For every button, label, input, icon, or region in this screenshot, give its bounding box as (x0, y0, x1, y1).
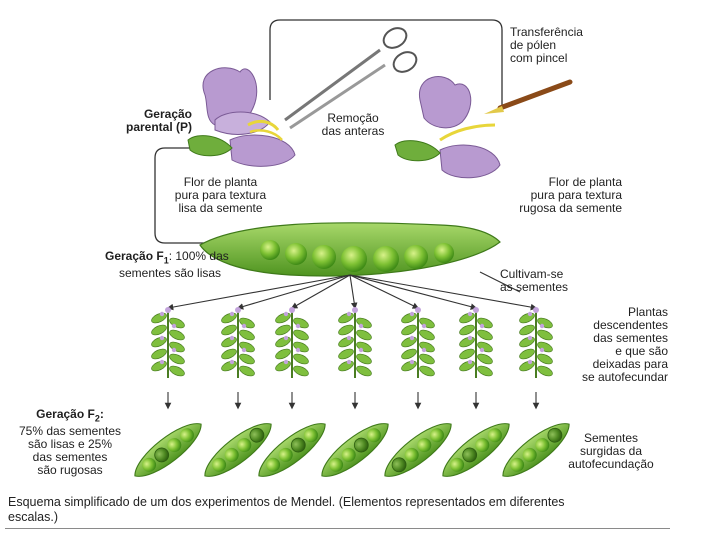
scissors-icon (284, 27, 418, 130)
seed-arrow (166, 274, 351, 311)
wrinkled-flower-icon (394, 76, 501, 179)
plant-icon (221, 307, 255, 378)
f2-pods-row (134, 423, 570, 477)
plant-icon (275, 307, 309, 378)
f2-pea-pod-icon (442, 423, 510, 477)
plant-icon (459, 307, 493, 378)
f1-pea-pod-icon (199, 222, 501, 277)
f1-generation-label: Geração F1: 100% das sementes são lisas (105, 249, 229, 281)
down-arrows (164, 392, 540, 410)
cultivate-pointer (479, 271, 521, 293)
seed-arrow (349, 274, 538, 311)
seed-arrows (166, 271, 538, 311)
seed-arrow (236, 274, 351, 310)
seed-arrow (349, 274, 420, 309)
cross-loop-line (154, 19, 503, 247)
parental-loop-line (154, 147, 252, 247)
f2-pea-pod-icon (258, 423, 326, 477)
smooth-flower-icon (187, 67, 296, 167)
f2-pea-pod-icon (134, 423, 202, 477)
brush-icon (484, 79, 573, 114)
caption-divider (5, 528, 670, 529)
seed-arrow (290, 274, 351, 309)
plant-icon (519, 307, 553, 378)
plant-icon (401, 307, 435, 378)
f1-peas (260, 240, 454, 272)
plant-icon (151, 307, 185, 378)
figure-caption: Esquema simplificado de um dos experimen… (8, 495, 565, 524)
seed-arrow (349, 274, 358, 310)
f2-pea-pod-icon (384, 423, 452, 477)
plants-row (151, 307, 553, 378)
seed-arrow (349, 274, 478, 310)
f2-pea-pod-icon (321, 423, 389, 477)
transfer-top-line (269, 19, 503, 110)
f2-pea-pod-icon (502, 423, 570, 477)
plant-icon (338, 307, 372, 378)
f2-pea-pod-icon (204, 423, 272, 477)
